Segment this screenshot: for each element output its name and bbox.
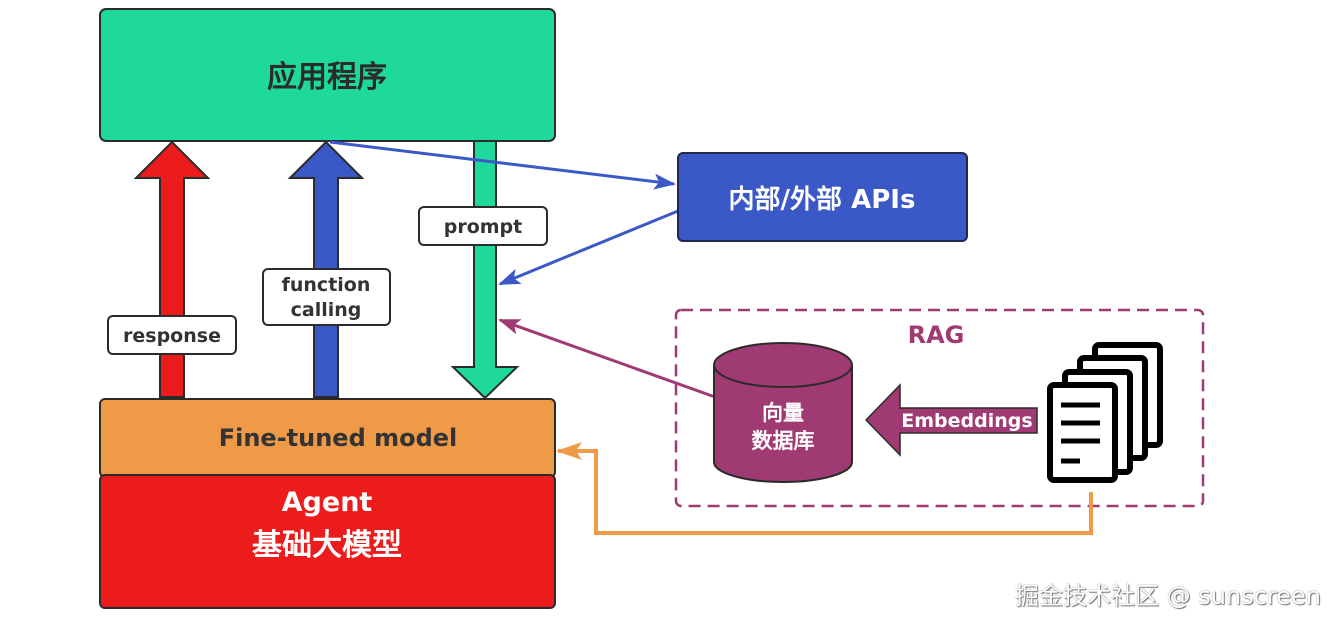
- response-arrow: [133, 140, 211, 398]
- app-to-apis-connector: [329, 140, 676, 190]
- prompt-arrow: [450, 140, 520, 400]
- prompt-label: prompt: [418, 206, 548, 246]
- embeddings-arrow: Embeddings: [864, 383, 1038, 457]
- rag-group: RAG: [674, 308, 1205, 508]
- apis-node: 内部/外部 APIs: [677, 152, 968, 242]
- application-node: 应用程序: [99, 8, 556, 142]
- agent-subtitle: 基础大模型: [252, 528, 402, 563]
- apis-label: 内部/外部 APIs: [729, 185, 916, 215]
- application-label: 应用程序: [267, 60, 387, 95]
- function-calling-label: function calling: [262, 268, 391, 326]
- agent-title: Agent: [282, 487, 373, 518]
- vector-db-label-1: 向量: [762, 401, 804, 425]
- prompt-text: prompt: [444, 216, 523, 238]
- vectordb-to-prompt-connector: [498, 318, 716, 399]
- finetuned-model-label: Fine-tuned model: [219, 424, 458, 452]
- response-text: response: [123, 325, 221, 347]
- vector-db-node: 向量 数据库: [713, 342, 853, 483]
- documents-to-finetuned-connector: [556, 442, 1093, 535]
- documents-icon: [1047, 342, 1163, 483]
- embeddings-text: Embeddings: [901, 410, 1032, 432]
- function-calling-text-2: calling: [291, 299, 362, 321]
- watermark: 掘金技术社区 @ sunscreen: [1015, 582, 1321, 610]
- finetuned-model-node: Fine-tuned model: [99, 398, 556, 478]
- rag-label: RAG: [908, 321, 965, 349]
- apis-to-prompt-connector: [498, 209, 679, 286]
- agent-node: Agent 基础大模型: [99, 474, 556, 609]
- response-label: response: [107, 315, 237, 355]
- function-calling-text-1: function: [282, 274, 371, 296]
- vector-db-label-2: 数据库: [752, 429, 815, 453]
